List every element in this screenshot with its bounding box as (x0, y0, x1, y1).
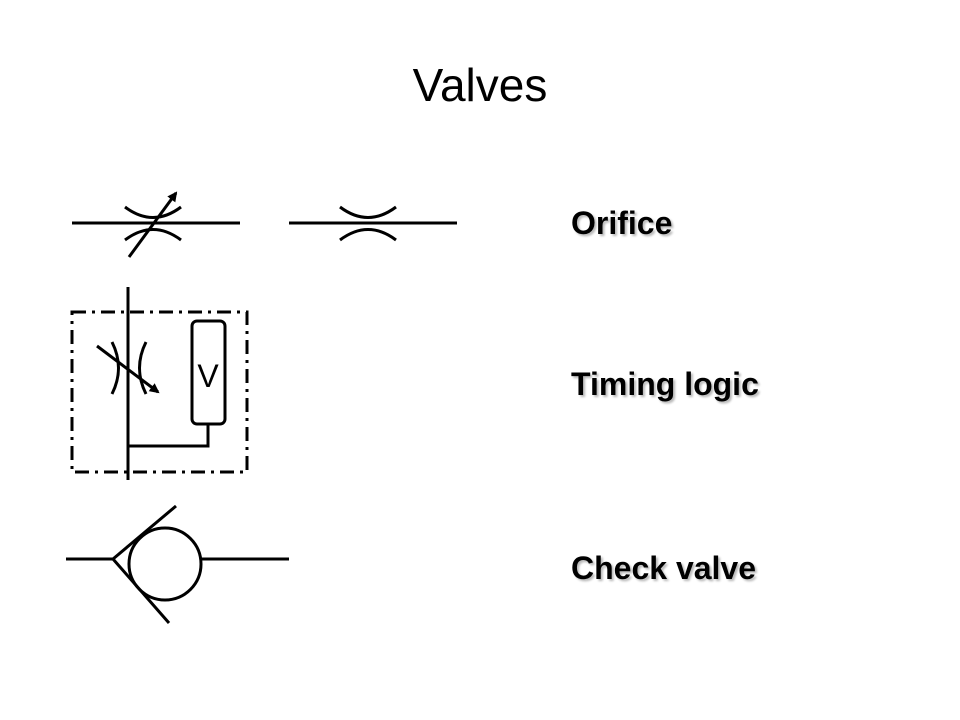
label-check-valve: Check valve (571, 550, 757, 586)
label-timing-logic: Timing logic (571, 366, 759, 402)
check-valve-seat-upper (112, 504, 177, 561)
timing-logic-dashdot-border (70, 310, 249, 474)
timing-logic-connector (128, 424, 210, 448)
timing-logic-volume-letter: V (197, 358, 219, 394)
adjustable-orifice-upper-arc (124, 205, 182, 219)
timing-logic-right-arc (138, 341, 148, 395)
fixed-orifice-symbol (289, 205, 457, 242)
adjustable-orifice-lower-arc (124, 228, 182, 242)
fixed-orifice-upper-arc (339, 205, 397, 219)
timing-logic-symbol (70, 287, 249, 480)
page-title: Valves (412, 59, 548, 111)
timing-logic-left-arc (110, 341, 120, 395)
timing-logic-arrow (96, 344, 160, 394)
label-orifice: Orifice (571, 205, 673, 241)
check-valve-ball (127, 526, 203, 602)
fixed-orifice-lower-arc (339, 228, 397, 242)
check-valve-symbol (66, 504, 289, 624)
adjustable-orifice-symbol (72, 191, 240, 258)
adjustable-orifice-arrow (127, 191, 178, 258)
